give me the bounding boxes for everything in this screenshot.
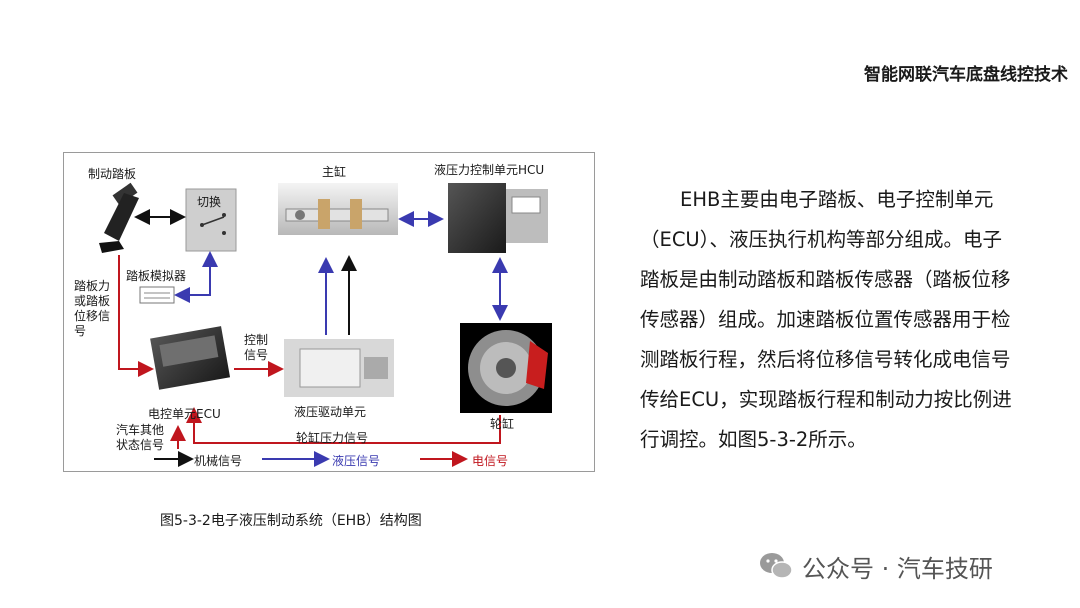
legend-electrical: 电信号 xyxy=(472,454,509,468)
header-title: 智能网联汽车底盘线控技术 xyxy=(864,65,1068,85)
watermark-text: 公众号 · 汽车技研 xyxy=(802,554,993,583)
label-hydraulic-drive-unit: 液压驱动单元 xyxy=(294,405,367,419)
body-paragraph: EHB主要由电子踏板、电子控制单元（ECU）、液压执行机构等部分组成。电子踏板是… xyxy=(640,188,1012,451)
label-switch: 切换 xyxy=(197,195,222,209)
label-wheel-cylinder: 轮缸 xyxy=(490,417,515,431)
diagram-graphics xyxy=(99,175,552,467)
legend-mechanical: 机械信号 xyxy=(194,454,243,468)
figure-caption: 图5-3-2电子液压制动系统（EHB）结构图 xyxy=(160,513,422,529)
legend-hydraulic: 液压信号 xyxy=(332,454,381,468)
label-wheel-pressure-signal: 轮缸压力信号 xyxy=(296,431,369,445)
wechat-icon xyxy=(760,553,793,579)
label-pedal-simulator: 踏板模拟器 xyxy=(126,269,187,283)
label-master-cylinder: 主缸 xyxy=(322,165,347,179)
ehb-diagram: 制动踏板 切换 踏板模拟器 踏板力 或踏板 位移信 号 主缸 液压力控制单元HC… xyxy=(63,152,595,472)
watermark: 公众号 · 汽车技研 xyxy=(758,546,993,586)
label-control-signal: 控制 信号 xyxy=(244,333,269,362)
label-hcu: 液压力控制单元HCU xyxy=(434,163,545,177)
label-ecu: 电控单元ECU xyxy=(148,407,221,421)
label-other-status-signal: 汽车其他 状态信号 xyxy=(116,423,165,452)
label-brake-pedal: 制动踏板 xyxy=(88,167,137,181)
brake-pedal-image xyxy=(99,182,139,253)
label-pedal-signal: 踏板力 或踏板 位移信 号 xyxy=(74,279,111,338)
